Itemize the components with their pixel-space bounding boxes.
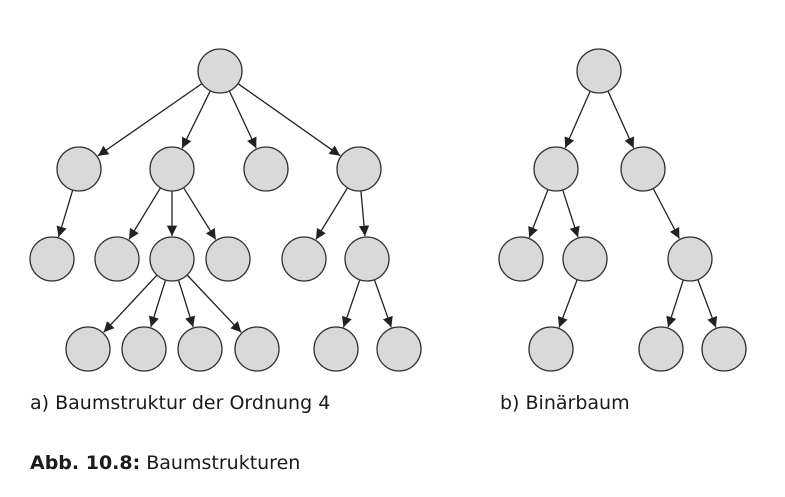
tree-a-node-a8 — [205, 236, 251, 282]
tree-b-edge-b0-b2 — [607, 90, 635, 149]
tree-a-edge-a7-a12 — [148, 279, 167, 328]
tree-b-node-b2 — [620, 146, 666, 192]
figure-caption-label: Abb. 10.8: — [30, 452, 141, 474]
tree-a-edge-a7-a13 — [177, 279, 196, 328]
tree-b-edge-b1-b4 — [562, 189, 580, 238]
tree-b-edge-b4-b6 — [557, 279, 578, 328]
tree-a-node-a14 — [234, 326, 280, 372]
tree-a-edge-a7-a14 — [186, 274, 242, 333]
tree-b-node-b7 — [638, 326, 684, 372]
tree-a-node-a15 — [313, 326, 359, 372]
tree-b-node-b5 — [667, 236, 713, 282]
tree-a-node-a13 — [177, 326, 223, 372]
tree-a-edge-a0-a4 — [237, 83, 341, 157]
tree-diagrams — [29, 48, 747, 372]
subcaption-order-4-tree: a) Baumstruktur der Ordnung 4 — [30, 392, 331, 414]
tree-a-node-a6 — [94, 236, 140, 282]
tree-a-node-a10 — [344, 236, 390, 282]
tree-a-edge-a4-a9 — [315, 187, 349, 240]
tree-b-edge-b0-b1 — [564, 90, 591, 149]
tree-a-edge-a2-a8 — [183, 187, 217, 240]
tree-a-node-a3 — [243, 146, 289, 192]
tree-a-edge-a0-a1 — [97, 83, 203, 157]
tree-b-node-b0 — [576, 48, 622, 94]
tree-a-node-a2 — [149, 146, 195, 192]
tree-b-node-b4 — [562, 236, 608, 282]
tree-a-node-a7 — [149, 236, 195, 282]
tree-a-edge-a0-a3 — [228, 90, 257, 149]
tree-a-node-a1 — [56, 146, 102, 192]
tree-a-edge-a10-a15 — [341, 279, 361, 328]
tree-a-edge-a1-a5 — [56, 189, 74, 238]
tree-b-edge-b5-b7 — [666, 279, 684, 328]
tree-a-node-a9 — [281, 236, 327, 282]
figure-caption-text: Baumstrukturen — [140, 452, 301, 474]
tree-a-node-a11 — [65, 326, 111, 372]
tree-a-edge-a7-a11 — [103, 274, 158, 333]
tree-a-edge-a10-a16 — [373, 279, 393, 328]
tree-a-node-a12 — [121, 326, 167, 372]
tree-b-edge-b2-b5 — [652, 188, 680, 239]
tree-a-node-a16 — [376, 326, 422, 372]
tree-a-edge-a2-a6 — [128, 187, 162, 240]
tree-a-node-a0 — [197, 48, 243, 94]
tree-a-node-a5 — [29, 236, 75, 282]
tree-a-edge-a0-a2 — [181, 90, 211, 149]
tree-a-edge-a4-a10 — [358, 190, 370, 237]
tree-b-edge-b1-b3 — [528, 189, 549, 238]
tree-b-edge-b5-b8 — [697, 279, 718, 328]
figure-caption: Abb. 10.8: Baumstrukturen — [30, 452, 300, 474]
tree-b-node-b3 — [498, 236, 544, 282]
subcaption-binary-tree: b) Binärbaum — [500, 392, 630, 414]
tree-b-node-b8 — [701, 326, 747, 372]
tree-a-node-a4 — [336, 146, 382, 192]
tree-b-node-b1 — [533, 146, 579, 192]
tree-b-node-b6 — [528, 326, 574, 372]
